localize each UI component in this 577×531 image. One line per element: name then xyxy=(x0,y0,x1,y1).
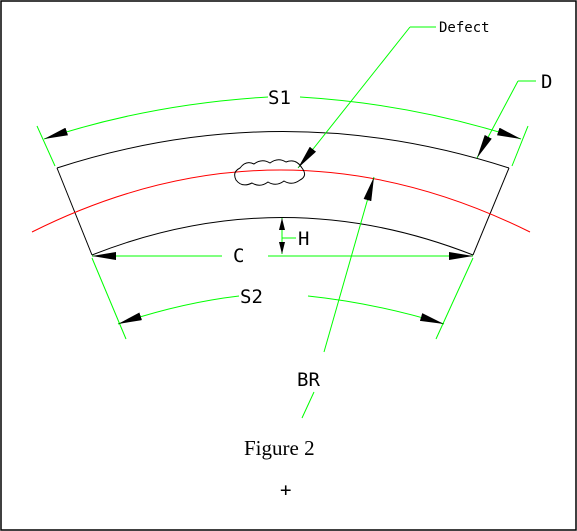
d-leader xyxy=(476,80,519,159)
s1-dimension-right xyxy=(299,96,522,140)
defect-shape xyxy=(234,159,306,186)
br-leader-upper xyxy=(323,176,375,353)
br-leader-lower xyxy=(301,391,315,419)
outer-arc xyxy=(56,131,510,169)
d-label: D xyxy=(541,71,552,93)
figure-caption: Figure 2 xyxy=(244,436,315,460)
right-end xyxy=(472,167,510,256)
br-label: BR xyxy=(297,369,320,391)
inner-arc xyxy=(91,217,474,256)
s2-dimension-right xyxy=(307,295,445,325)
left-end xyxy=(56,167,93,256)
s2-label: S2 xyxy=(240,286,263,308)
s2-dimension-left xyxy=(117,295,240,325)
defect-leader xyxy=(297,26,411,169)
defect-label: Defect xyxy=(439,20,490,36)
h-label: H xyxy=(298,228,309,250)
s1-dimension-left xyxy=(43,96,269,140)
bar-outline xyxy=(56,131,510,256)
bend-line xyxy=(31,169,531,233)
dimension-lines xyxy=(36,26,536,419)
center-mark: + xyxy=(280,479,291,501)
c-label: C xyxy=(233,245,244,267)
s1-label: S1 xyxy=(268,87,291,109)
